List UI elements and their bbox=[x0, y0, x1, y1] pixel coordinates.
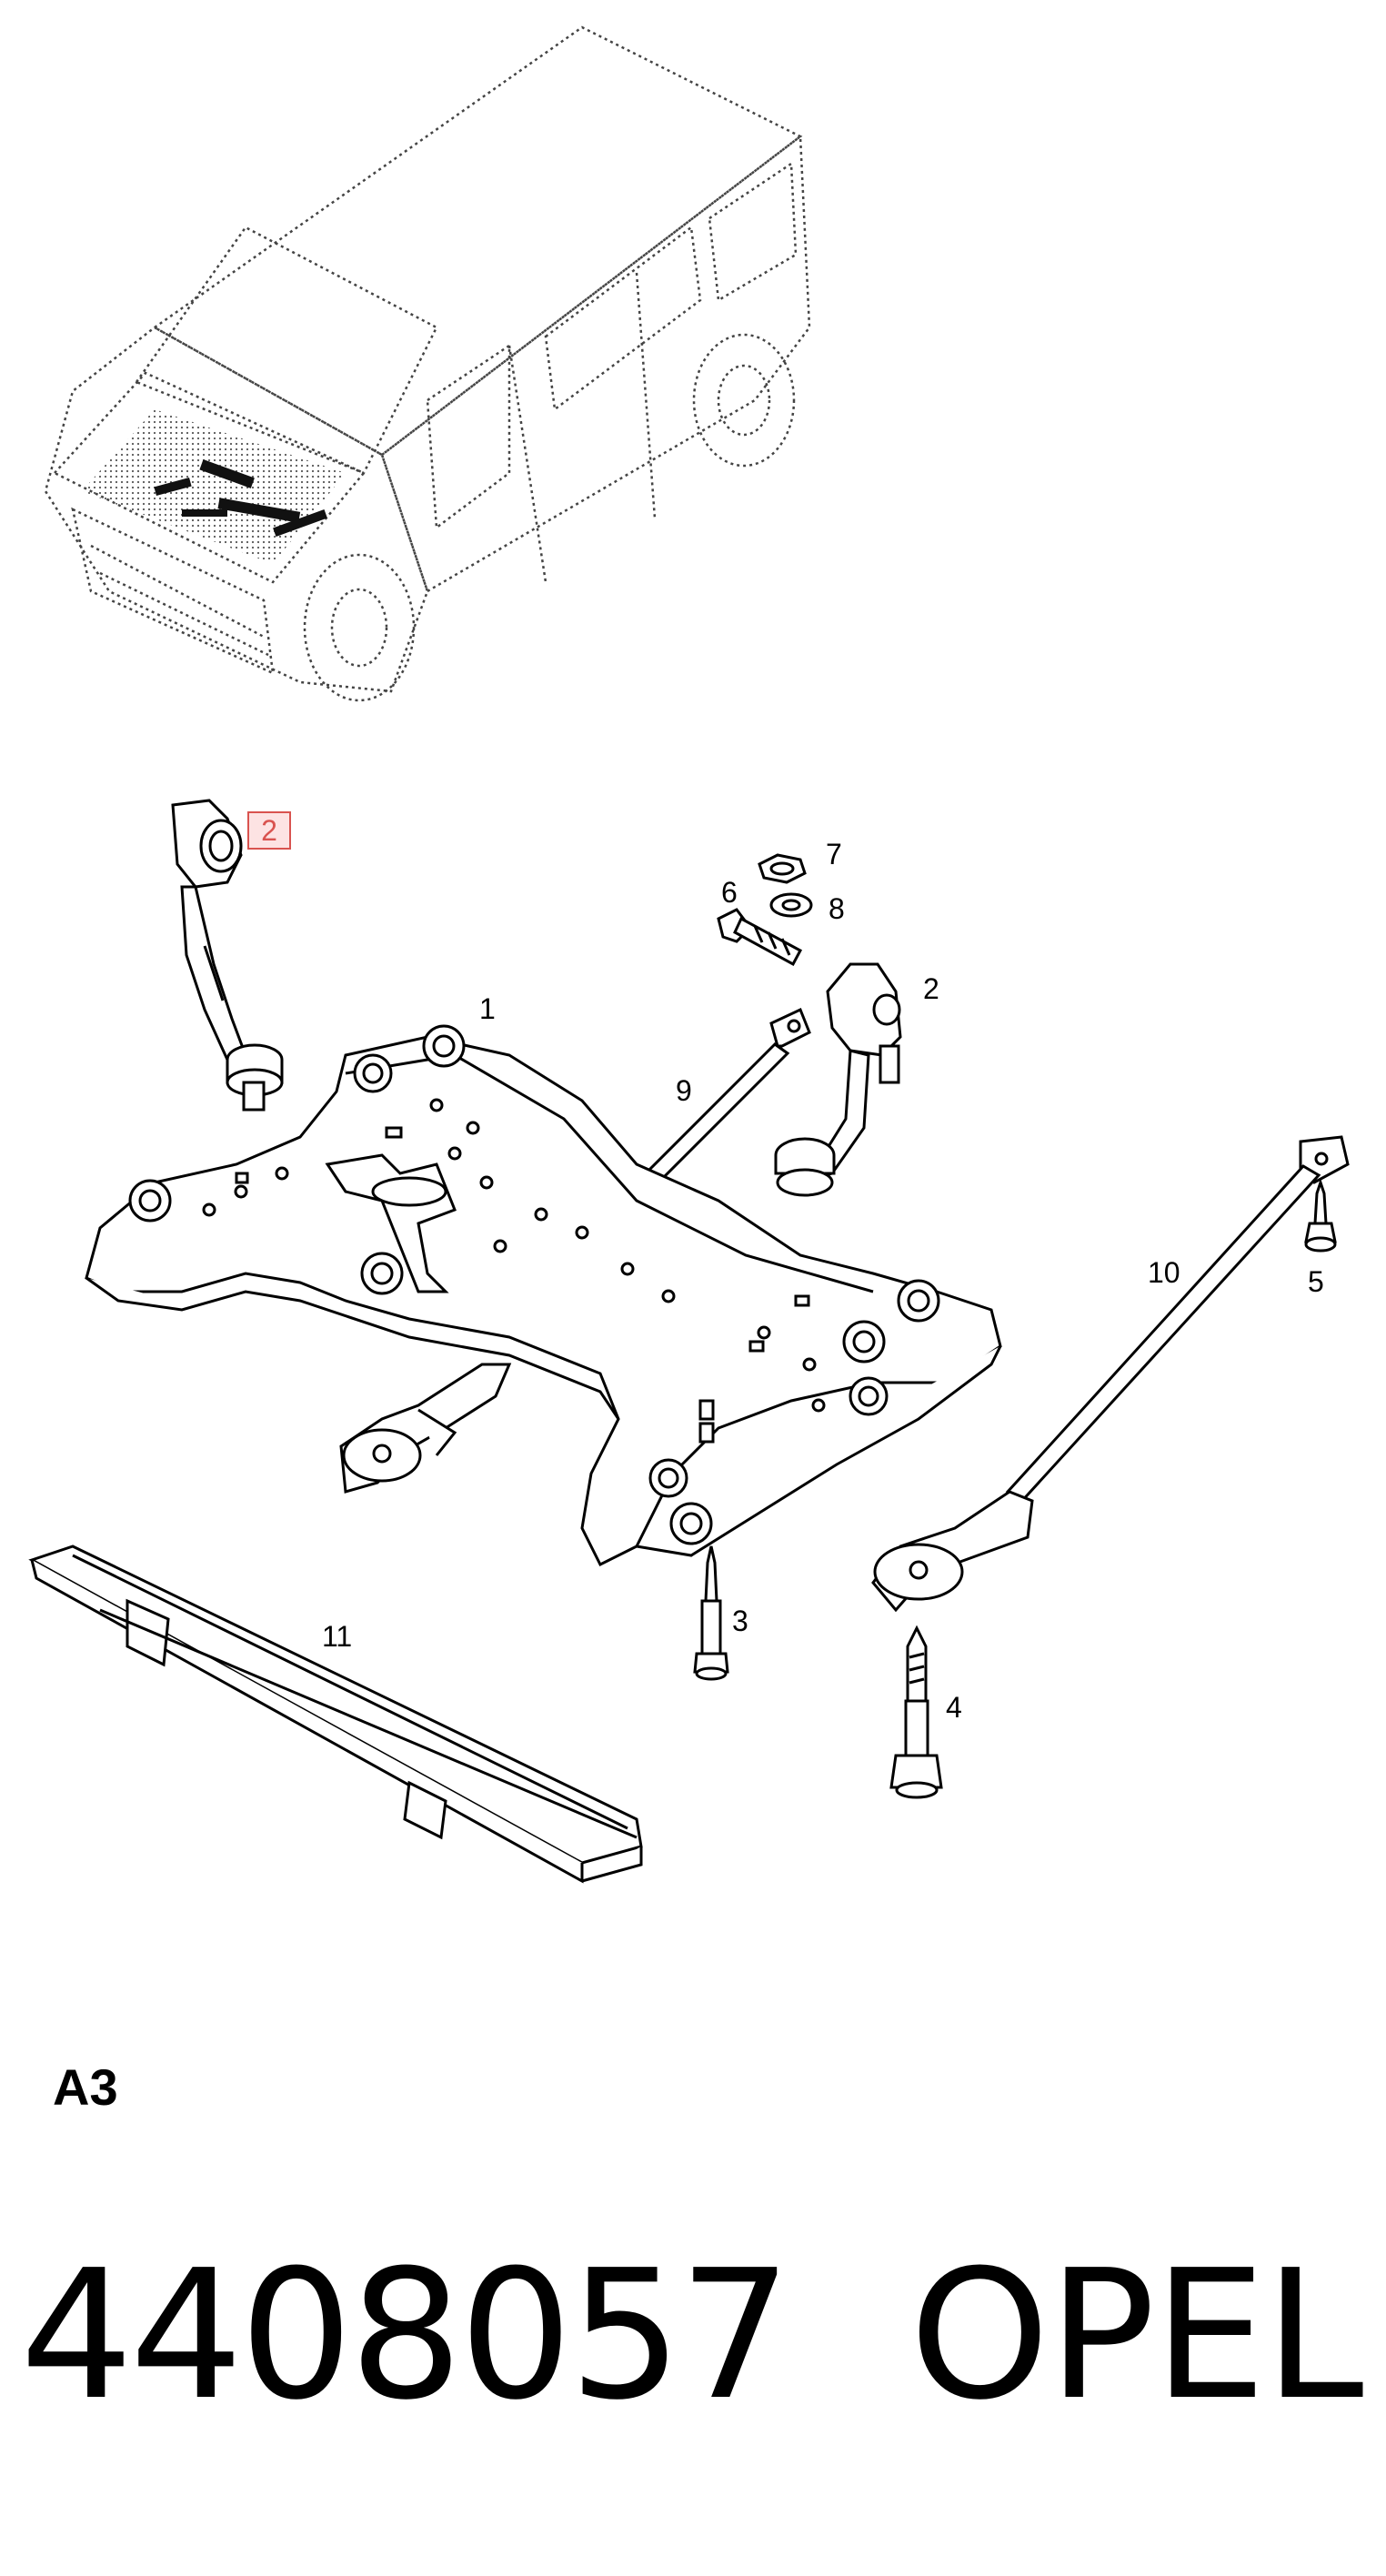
bolt-3[interactable] bbox=[693, 1545, 729, 1681]
callout-4: 4 bbox=[946, 1691, 962, 1724]
callout-3: 3 bbox=[732, 1605, 748, 1637]
nut-7[interactable] bbox=[758, 853, 807, 884]
part-number: 4408057 bbox=[20, 2232, 792, 2440]
callout-2-right: 2 bbox=[923, 972, 939, 1005]
callout-5: 5 bbox=[1308, 1265, 1324, 1298]
washer-8[interactable] bbox=[769, 892, 813, 918]
callout-9: 9 bbox=[676, 1074, 692, 1107]
strut-bar-10[interactable] bbox=[871, 1135, 1350, 1613]
callout-2-highlighted[interactable]: 2 bbox=[261, 813, 277, 847]
skid-plate-11[interactable] bbox=[28, 1545, 643, 1884]
subframe-1[interactable] bbox=[85, 1024, 1002, 1567]
section-code: A3 bbox=[53, 2058, 118, 2116]
brand-name: OPEL bbox=[909, 2232, 1364, 2440]
bolt-4[interactable] bbox=[889, 1625, 943, 1799]
callout-10: 10 bbox=[1148, 1256, 1180, 1289]
van-illustration bbox=[44, 25, 811, 702]
callout-8: 8 bbox=[829, 892, 845, 925]
callout-1: 1 bbox=[479, 992, 496, 1025]
engine-mount-left[interactable] bbox=[171, 799, 284, 1112]
engine-components bbox=[154, 459, 327, 537]
callout-2-highlight-box[interactable] bbox=[247, 811, 291, 850]
callout-6: 6 bbox=[721, 876, 738, 909]
callout-11: 11 bbox=[322, 1620, 352, 1653]
bolt-6[interactable] bbox=[717, 908, 803, 967]
engine-mount-right[interactable] bbox=[774, 962, 902, 1197]
bolt-5[interactable] bbox=[1304, 1178, 1337, 1253]
callout-7: 7 bbox=[826, 838, 842, 870]
link-rod-9[interactable] bbox=[634, 1007, 811, 1196]
engine-bay-shading bbox=[82, 409, 346, 564]
